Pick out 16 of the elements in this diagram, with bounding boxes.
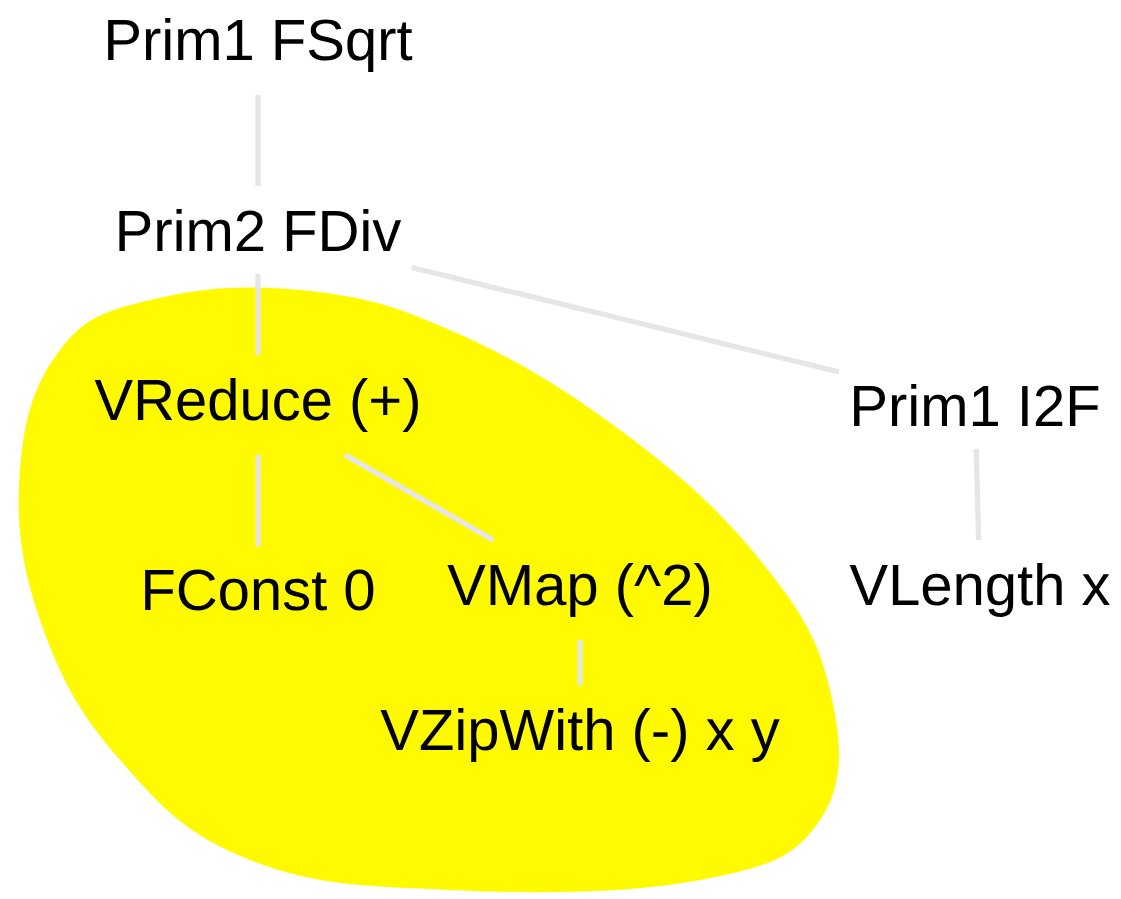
connector-line	[255, 273, 261, 356]
connector-line	[577, 639, 583, 686]
connector-line	[343, 452, 495, 543]
node-label: VMap (^2)	[447, 562, 710, 618]
node-label: Prim1 I2F	[854, 384, 1099, 426]
node-label: Prim1 FSqrt	[108, 17, 413, 73]
connector-line	[255, 94, 261, 187]
highlight-blob	[18, 287, 839, 893]
node-label: VLength x	[849, 562, 1110, 618]
connector-line	[255, 454, 261, 547]
node-label: VReduce (+)	[94, 378, 418, 432]
node-label: VZipWith (-) x y	[380, 707, 780, 763]
node-label: FConst 0	[145, 569, 374, 611]
connector-line	[973, 448, 982, 541]
node-label: Prim2 FDiv	[119, 209, 402, 251]
connector-line	[411, 264, 840, 375]
